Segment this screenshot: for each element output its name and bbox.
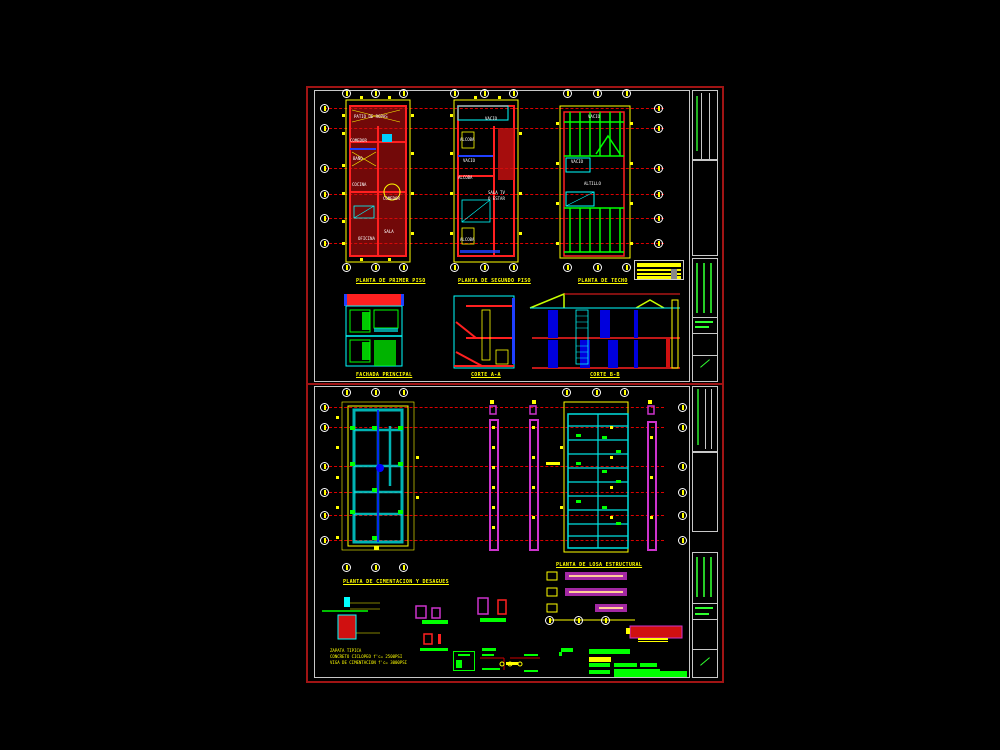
sheet-1-title-block-top [692,90,718,160]
view-title-section-a-a: CORTE A-A [471,372,501,378]
sheet-1-title-block-bottom [692,258,718,382]
view-title-roof: PLANTA DE TECHO [578,278,628,284]
room-label: OFICINA [358,236,375,241]
sheet-1-title-block-mid [692,160,718,256]
room-label: ALCOBA [458,175,473,180]
room-label: COMEDOR [383,196,400,201]
room-label: VACIO [588,114,601,119]
room-label: SALA TV O ESTAR [488,190,505,201]
view-title-foundation: PLANTA DE CIMENTACION Y DESAGUES [343,579,449,585]
view-title-second-floor: PLANTA DE SEGUNDO PISO [458,278,531,284]
sheet-2-title-block-mid [692,452,718,532]
sheet-2-title-block-top [692,386,718,452]
room-label: COCINA [352,182,367,187]
room-label: VACIO [485,116,498,121]
room-label: ALCOBA [460,137,475,142]
room-label: VACIO [571,159,584,164]
sheet-1-drawing-area [314,90,690,382]
room-label: ALCOBA [460,237,475,242]
footing-note: VIGA DE CIMENTACION f'c= 3000PSI [330,660,408,665]
room-label: ALTILLO [584,181,601,186]
room-label: COMEDOR [350,138,367,143]
room-label: SALA [384,229,394,234]
sheet-2-drawing-area [314,386,690,678]
room-label: BAÑO [353,156,363,161]
sheet-2-frame [306,383,724,683]
view-title-structural-slab: PLANTA DE LOSA ESTRUCTURAL [556,562,643,568]
footing-note: ZAPATA TIPICA [330,648,362,653]
sheet-2-title-block-bottom [692,552,718,678]
footing-note: CONCRETO CICLOPEO f'c= 2500PSI [330,654,403,659]
view-title-first-floor: PLANTA DE PRIMER PISO [356,278,426,284]
legend-table [634,260,684,280]
view-title-section-b-b: CORTE B-B [590,372,620,378]
room-label: PATIO DE ROPAS [354,114,388,119]
room-label: VACIO [463,158,476,163]
view-title-front-elevation: FACHADA PRINCIPAL [356,372,413,378]
